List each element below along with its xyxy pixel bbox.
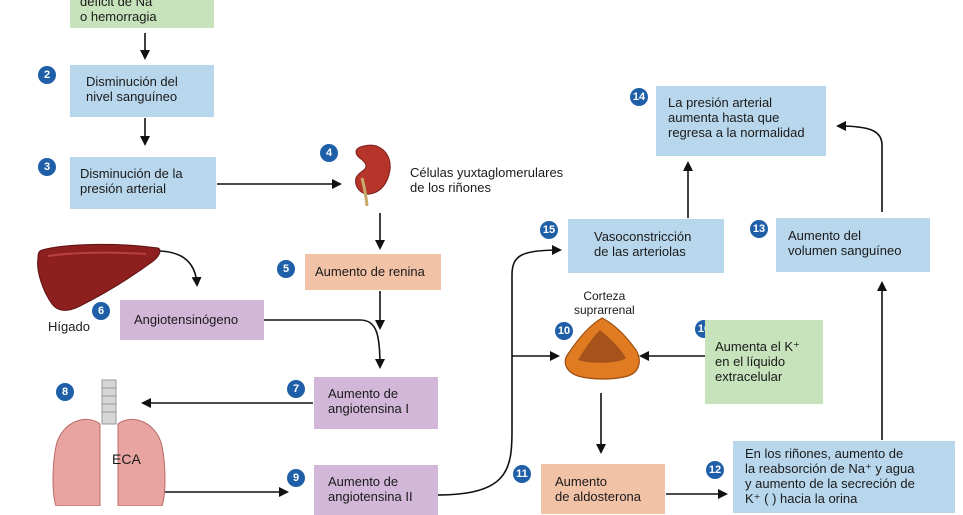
step-6-badge: 6 [92, 302, 110, 320]
angiotensin-1-box: Aumento de angiotensina I [314, 377, 438, 429]
angiotensin-2-box: Aumento de angiotensina II [314, 465, 438, 515]
step-9-badge: 9 [287, 469, 305, 487]
blood-volume-decrease-box: Disminución del nivel sanguíneo [70, 65, 214, 117]
vasoconstriction-box: Vasoconstricción de las arteriolas [568, 219, 724, 273]
step-14-badge: 14 [630, 88, 648, 106]
liver-label: Hígado [48, 319, 90, 334]
step-2-badge: 2 [38, 66, 56, 84]
adrenal-gland-icon [564, 317, 640, 380]
step-11-badge: 11 [513, 465, 531, 483]
step-13-badge: 13 [750, 220, 768, 238]
angiotensinogen-box: Angiotensinógeno [120, 300, 264, 340]
liver-icon [37, 243, 161, 311]
renin-increase-box: Aumento de renina [305, 254, 441, 290]
step-3-badge: 3 [38, 158, 56, 176]
juxtaglomerular-label: Células yuxtaglomerulares de los riñones [410, 165, 564, 195]
lungs-icon [52, 379, 166, 506]
blood-volume-increase-box: Aumento del volumen sanguíneo [776, 218, 930, 272]
step-10-badge: 10 [555, 322, 573, 340]
pressure-normal-box: La presión arterial aumenta hasta que re… [656, 86, 826, 156]
aldosterone-increase-box: Aumento de aldosterona [541, 464, 665, 514]
potassium-increase-box: Aumenta el K⁺ en el líquido extracelular [705, 320, 823, 404]
step-5-badge: 5 [277, 260, 295, 278]
step-7-badge: 7 [287, 380, 305, 398]
hemorrhage-box: déficit de Na o hemorragia [70, 0, 214, 28]
ace-label: ECA [112, 451, 141, 467]
kidney-reabsorption-box: En los riñones, aumento de la reabsorció… [733, 441, 955, 513]
kidney-icon [355, 144, 391, 207]
step-4-badge: 4 [320, 144, 338, 162]
pressure-decrease-box: Disminución de la presión arterial [70, 157, 216, 209]
step-8-badge: 8 [56, 383, 74, 401]
step-12-badge: 12 [706, 461, 724, 479]
adrenal-cortex-label: Corteza suprarrenal [574, 289, 635, 317]
step-15-badge: 15 [540, 221, 558, 239]
